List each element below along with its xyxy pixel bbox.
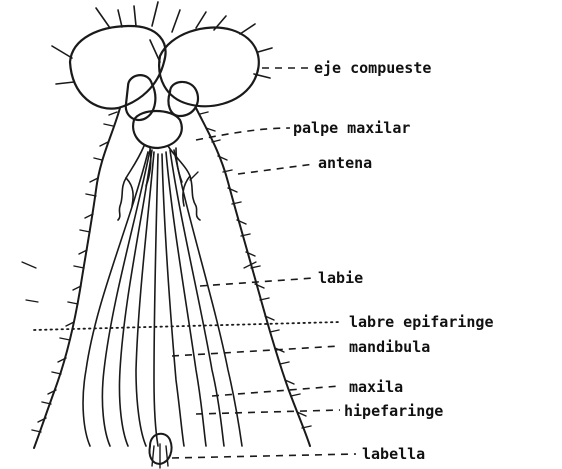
labella-tip — [149, 434, 171, 468]
label-hypopharynx: hipefaringe — [344, 402, 443, 420]
label-labella: labella — [362, 445, 425, 463]
proboscis-stylets — [83, 150, 242, 446]
compound-eye-right — [159, 28, 259, 107]
label-mandible: mandibula — [349, 338, 430, 356]
label-maxillary-palp: palpe maxilar — [293, 119, 410, 137]
label-compound-eye: eje compueste — [314, 59, 431, 77]
label-maxilla: maxila — [349, 378, 403, 396]
face-bristles — [22, 172, 256, 302]
label-antenna: antena — [318, 154, 372, 172]
label-labium: labie — [318, 269, 363, 287]
antenna-left — [32, 108, 120, 448]
compound-eye-left — [70, 26, 166, 109]
label-labrum-epipharynx: labre epifaringe — [349, 313, 494, 331]
clypeus — [126, 75, 198, 148]
eye-bristles — [52, 2, 272, 84]
